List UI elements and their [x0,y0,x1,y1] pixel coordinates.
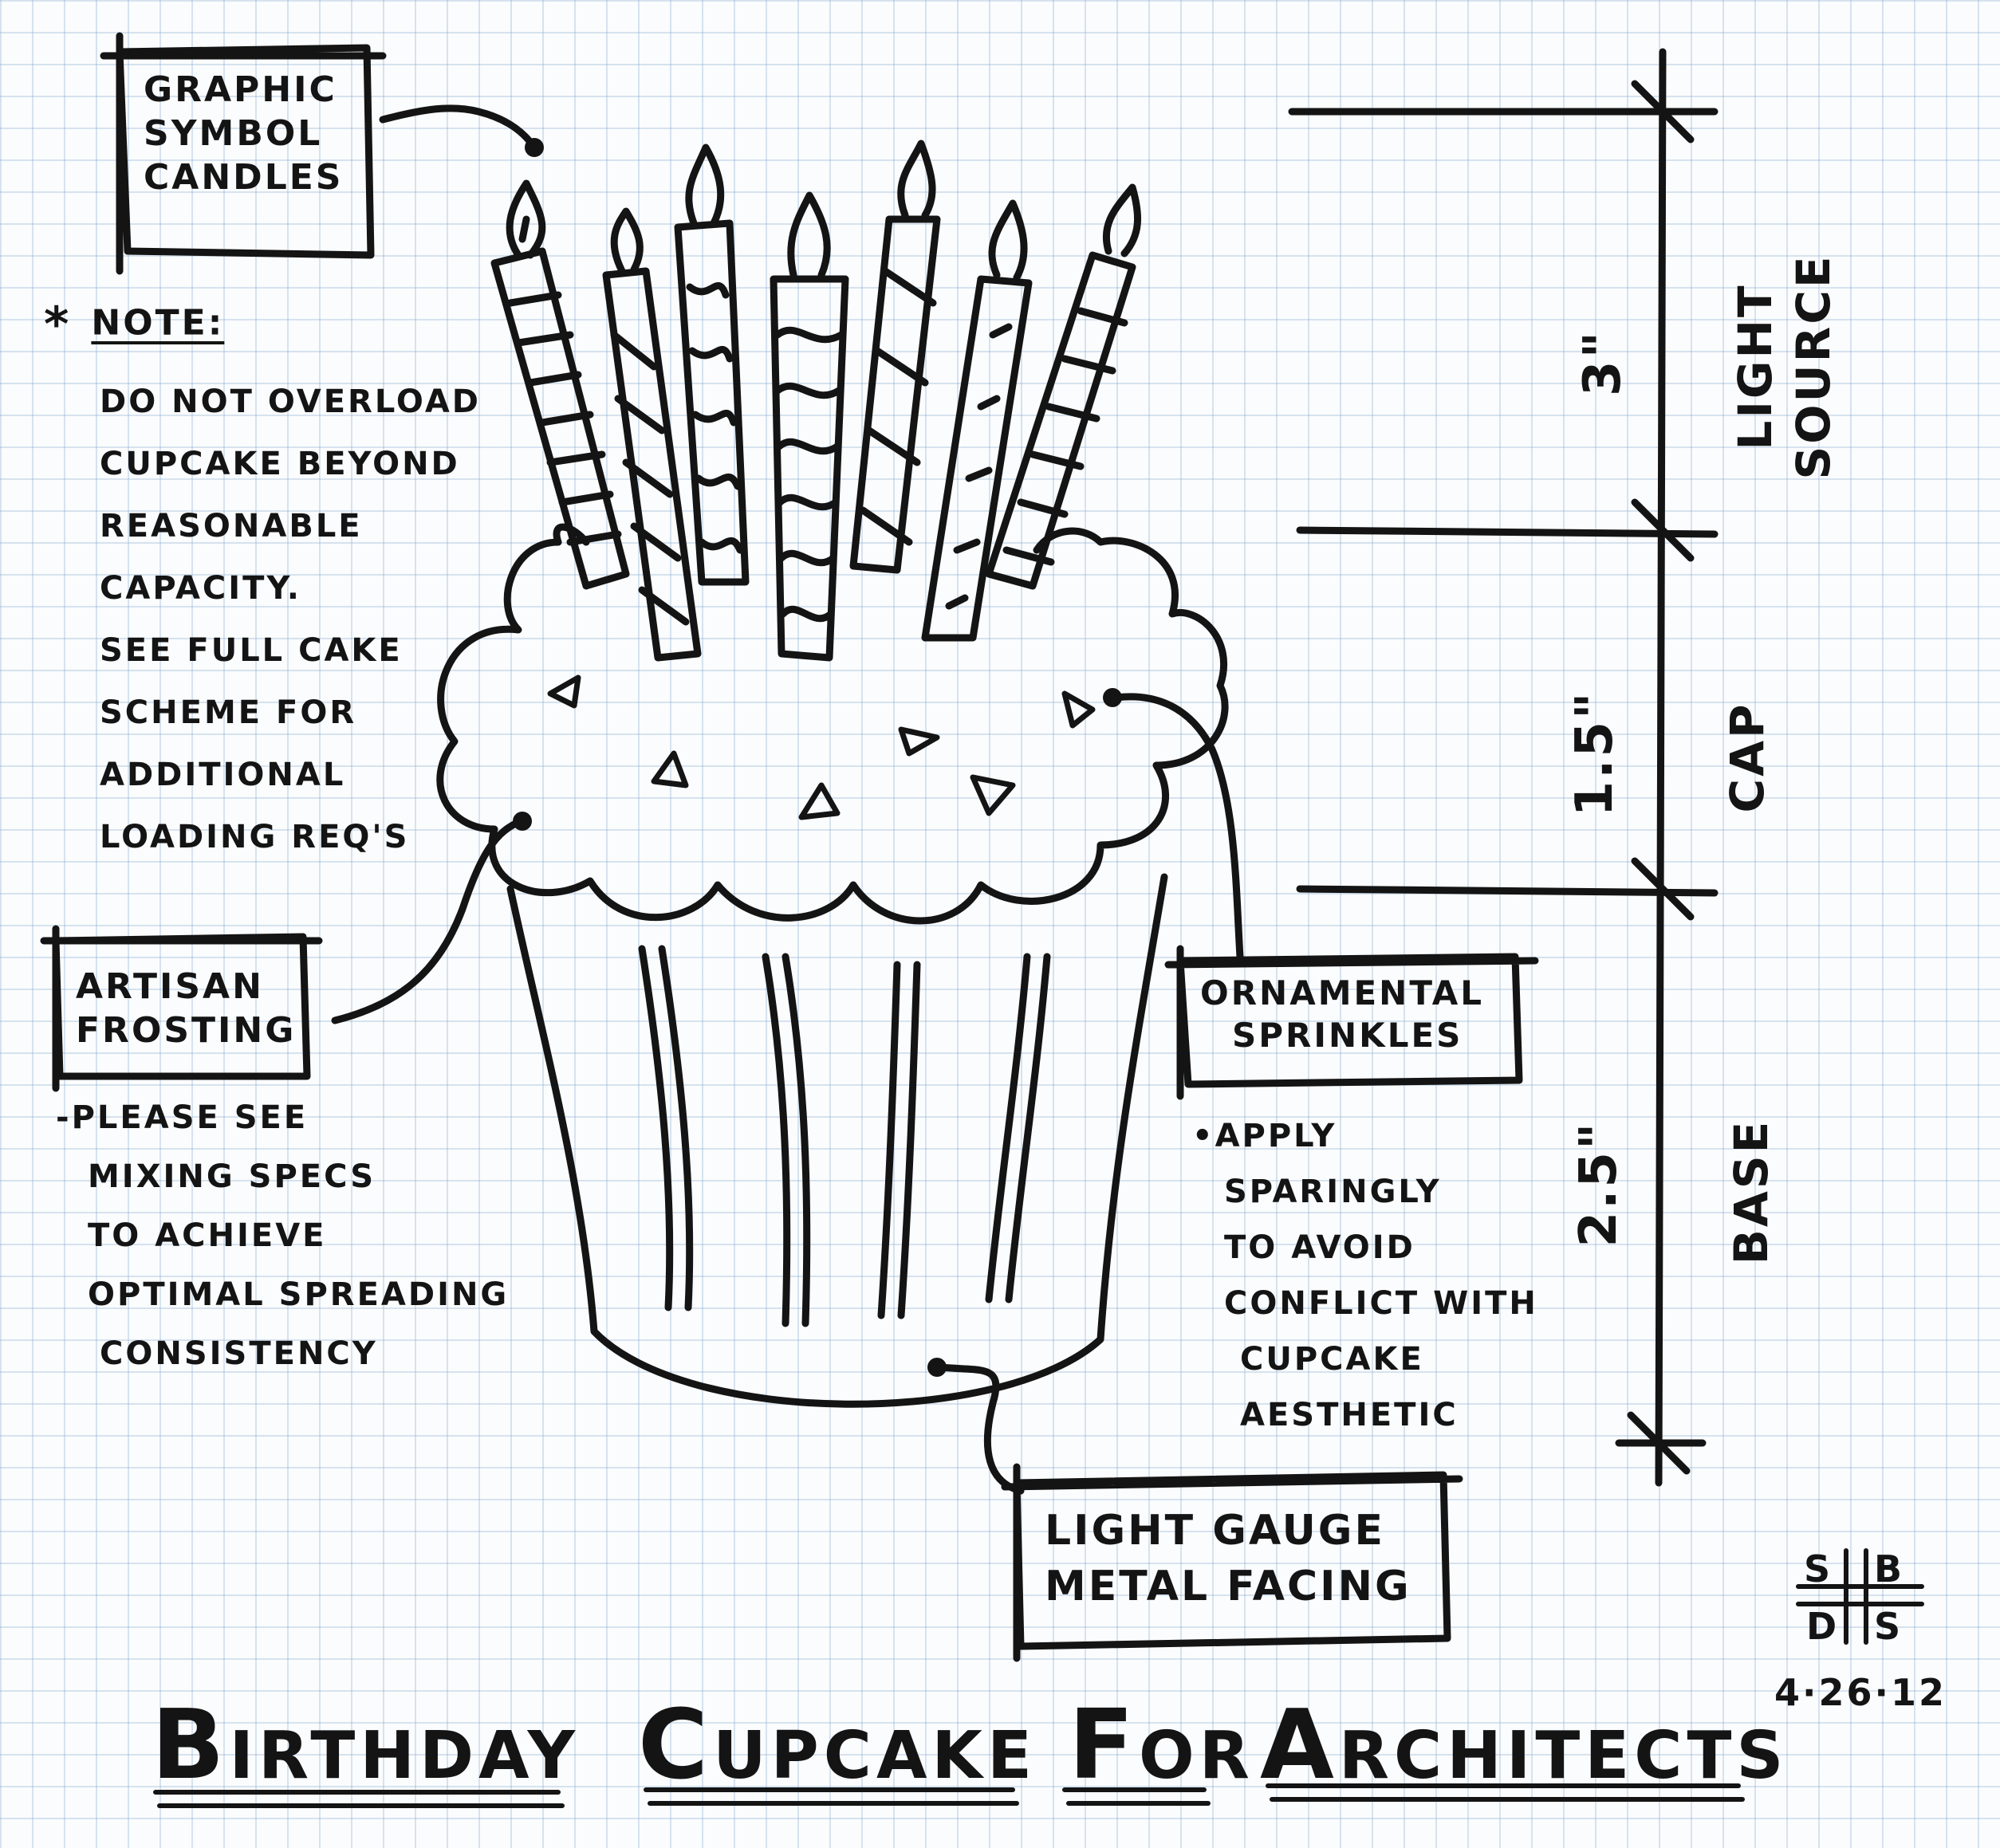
note-line: SPARINGLY [1224,1174,1442,1210]
signature-initial-b: B [1874,1547,1905,1590]
candles-callout-text: GRAPHIC SYMBOL CANDLES [144,68,343,199]
title-underlines [153,1783,1745,1808]
dim-value-cap: 1.5" [1565,690,1624,817]
dimension-ticks [1627,80,1695,1475]
callout-line: ORNAMENTAL [1200,973,1484,1012]
note-line: CONSISTENCY [100,1335,378,1372]
note-line: CUPCAKE BEYOND [100,446,460,482]
title-rest: OR [1138,1718,1254,1794]
note-heading: NOTE: [91,302,225,344]
dim-label-line: SOURCE [1785,254,1841,480]
candles-leader [379,104,538,151]
liner-stripes [638,945,1051,1327]
note-line: OPTIMAL SPREADING [88,1276,510,1313]
dim-label-line: LIGHT [1728,283,1782,450]
note-line: CAPACITY. [100,570,301,607]
title-word: ARCHITECTS [1260,1690,1788,1801]
dim-value-light-source: 3" [1573,329,1632,396]
note-line: SEE FULL CAKE [100,632,403,669]
callout-line: METAL FACING [1045,1563,1411,1611]
signature-initial-d: D [1806,1605,1840,1648]
note-line: CONFLICT WITH [1224,1285,1538,1322]
title-cap: B [152,1690,230,1801]
sprinkles-box [1164,945,1539,1100]
frosting-cap [436,527,1229,925]
frosting-callout-text: ARTISAN FROSTING [76,965,296,1052]
facing-callout-text: LIGHT GAUGE METAL FACING [1045,1503,1411,1614]
signature-initial-s1: S [1804,1547,1833,1590]
callout-line: CANDLES [144,157,344,198]
note-body: DO NOT OVERLOAD CUPCAKE BEYOND REASONABL… [44,371,481,868]
ext-line-2 [1296,526,1719,538]
cupcake-liner [506,873,1168,1408]
note-line: REASONABLE [100,508,363,545]
main-note: * NOTE: DO NOT OVERLOAD CUPCAKE BEYOND RE… [44,295,481,868]
facing-box [1001,1463,1463,1662]
callout-line: FROSTING [76,1010,297,1051]
title-cap: A [1260,1690,1339,1801]
candles-box [100,32,387,275]
note-line: MIXING SPECS [88,1158,376,1195]
facing-leader [937,1363,1025,1495]
note-line: TO ACHIEVE [88,1217,327,1254]
callout-line: ARTISAN [76,966,264,1007]
sprinkles-note: •APPLY SPARINGLY TO AVOID CONFLICT WITH … [1192,1108,1538,1443]
note-heading-row: * NOTE: [44,295,481,355]
title-word: BIRTHDAY [152,1690,638,1801]
sprinkles-leader [1112,693,1244,961]
signature-initial-s2: S [1874,1605,1904,1648]
note-line: TO AVOID [1224,1229,1415,1266]
dim-value-base: 2.5" [1569,1120,1628,1248]
callout-line: SPRINKLES [1232,1015,1463,1055]
title-rest: UPCAKE [713,1718,1037,1794]
dim-label-light-source: LIGHT SOURCE [1726,223,1846,510]
title-word: FOR [1069,1690,1260,1801]
frosting-leader [331,817,526,1024]
note-line: •APPLY [1192,1118,1337,1154]
title-cap: C [638,1690,714,1801]
signature-grid [1796,1548,1924,1645]
note-line: AESTHETIC [1240,1397,1459,1433]
callout-line: GRAPHIC [144,69,337,110]
frosting-box [40,925,323,1092]
candles [490,140,1142,662]
frosting-chips [547,674,1096,820]
note-line: LOADING REQ'S [100,819,410,855]
note-line: DO NOT OVERLOAD [100,383,481,420]
signature-date: 4·26·12 [1774,1671,1947,1714]
title-rest: RCHITECTS [1338,1718,1789,1794]
callout-line: LIGHT GAUGE [1045,1507,1386,1555]
dim-label-base: BASE [1724,1119,1778,1265]
title-cap: F [1069,1690,1139,1801]
note-line: CUPCAKE [1240,1341,1424,1378]
title-rest: IRTHDAY [229,1718,581,1794]
ext-line-3 [1296,885,1719,897]
note-star: * [44,297,72,352]
dim-label-cap: CAP [1720,702,1774,813]
callout-line: SYMBOL [144,113,323,154]
note-line: SCHEME FOR [100,694,357,731]
sprinkles-callout-text: ORNAMENTAL SPRINKLES [1200,973,1484,1056]
title-word: CUPCAKE [638,1690,1069,1801]
note-line: ADDITIONAL [100,757,346,793]
frosting-note: -PLEASE SEE MIXING SPECS TO ACHIEVE OPTI… [56,1088,509,1383]
dimension-line [1655,48,1667,1487]
leader-dots [513,138,1122,1377]
note-line: -PLEASE SEE [56,1099,309,1136]
